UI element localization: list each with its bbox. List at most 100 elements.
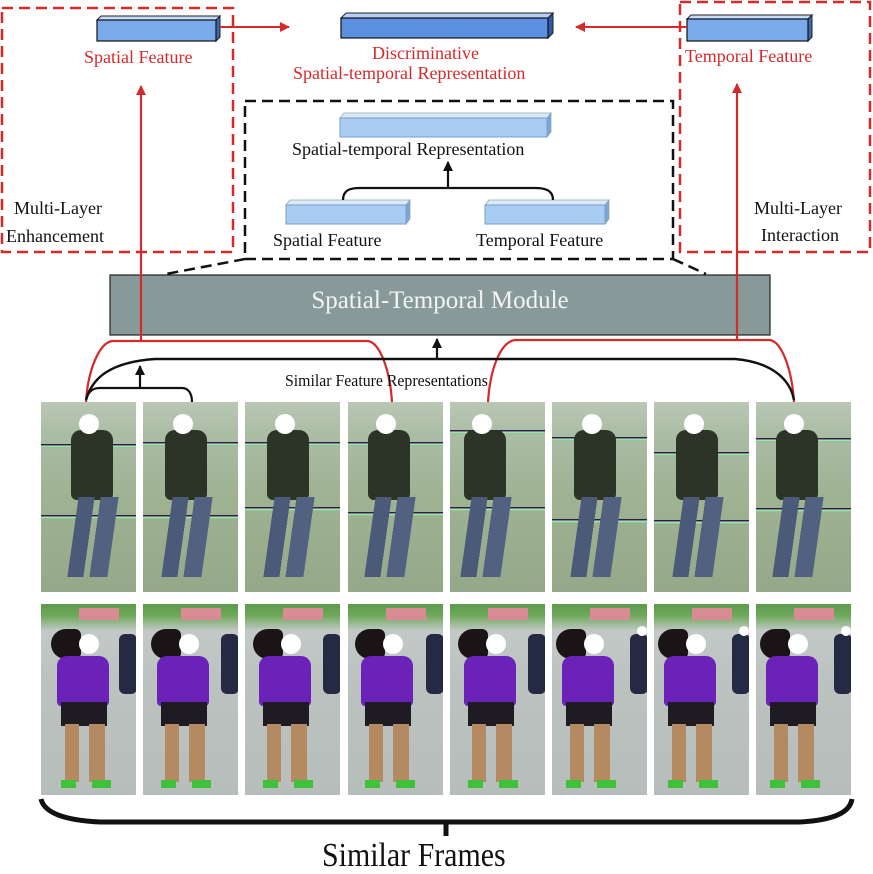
face-blur-icon [739, 626, 750, 636]
detail-temporal-feature-label: Temporal Feature [476, 230, 604, 250]
top-temporal-feature-label: Temporal Feature [685, 46, 813, 66]
left-red-bracket [84, 339, 394, 403]
right-red-bracket [486, 338, 796, 403]
person-hair [253, 629, 284, 659]
background-wall [283, 608, 324, 620]
person-legs [67, 497, 119, 577]
person-shorts [364, 702, 411, 726]
person-legs [65, 724, 105, 782]
face-blur-icon [382, 634, 403, 654]
frame-row2-3 [245, 604, 341, 795]
frame-row1-1 [41, 402, 136, 592]
face-blur-icon [788, 634, 809, 654]
person-shirt [259, 656, 312, 706]
similar-feature-bracket [84, 357, 796, 401]
person-jacket [776, 430, 819, 500]
person-legs [672, 724, 713, 782]
person-legs [267, 724, 308, 782]
bystander [425, 634, 443, 694]
person-legs [363, 497, 416, 577]
frame-row2-1 [41, 604, 136, 795]
person-jacket [676, 430, 719, 500]
temporal-feature-bar [685, 13, 814, 43]
person-shorts [263, 702, 310, 726]
frame-row2-4 [347, 604, 443, 795]
face-blur-icon [79, 634, 99, 654]
detail-connector-right [672, 257, 707, 276]
background-wall [590, 608, 630, 620]
person-shoes [263, 780, 314, 788]
person-shoes [668, 780, 719, 788]
frame-row1-2 [143, 402, 239, 592]
face-blur-icon [79, 414, 99, 434]
face-blur-icon [637, 626, 647, 636]
spatial-temporal-module-box [109, 274, 771, 336]
person-hair [556, 629, 586, 659]
person-hair [354, 629, 385, 659]
person-jacket [71, 430, 113, 500]
person-shirt [157, 656, 210, 706]
detail-st-representation-label: Spatial-temporal Representation [292, 139, 525, 159]
person-legs [570, 497, 622, 577]
person-legs [471, 724, 512, 782]
face-blur-icon [582, 414, 602, 434]
frame-row2-7 [654, 604, 750, 795]
face-blur-icon [173, 414, 194, 434]
background-wall [385, 608, 426, 620]
frame-row2-5 [449, 604, 545, 795]
person-shorts [668, 702, 715, 726]
bystander [221, 634, 239, 694]
person-jacket [463, 430, 506, 500]
person-hair [457, 629, 488, 659]
first-pair-bracket [84, 386, 194, 403]
person-shorts [61, 702, 107, 726]
person-shirt [463, 656, 516, 706]
person-legs [165, 724, 206, 782]
face-blur-icon [784, 414, 805, 434]
face-blur-icon [485, 634, 506, 654]
person-legs [368, 724, 409, 782]
person-jacket [367, 430, 410, 500]
similar-frames-brace [38, 798, 855, 825]
person-jacket [574, 430, 616, 500]
discriminative-label-line1: Discriminative [372, 43, 479, 63]
face-blur-icon [375, 414, 396, 434]
background-wall [692, 608, 733, 620]
frame-row1-6 [552, 402, 647, 592]
person-shorts [770, 702, 817, 726]
face-blur-icon [281, 634, 302, 654]
bystander [732, 634, 750, 694]
frame-row2-8 [756, 604, 852, 795]
person-shorts [566, 702, 612, 726]
frame-row1-5 [449, 402, 545, 592]
top-spatial-feature-label: Spatial Feature [84, 47, 193, 67]
person-shorts [467, 702, 514, 726]
person-jacket [267, 430, 310, 500]
module-label: Spatial-Temporal Module [311, 287, 569, 314]
enhancement-label-line2: Enhancement [6, 226, 104, 246]
face-blur-icon [584, 634, 604, 654]
person-shirt [57, 656, 109, 706]
person-hair [151, 629, 182, 659]
frame-row2-6 [552, 604, 647, 795]
face-blur-icon [686, 634, 707, 654]
person-hair [760, 629, 791, 659]
person-shoes [61, 780, 111, 788]
frame-row1-4 [347, 402, 443, 592]
frame-row1-7 [654, 402, 750, 592]
bystander [527, 634, 545, 694]
multi-layer-interaction-box [678, 0, 872, 254]
bystander [630, 634, 647, 694]
person-shirt [664, 656, 717, 706]
person-shoes [467, 780, 518, 788]
bystander [834, 634, 852, 694]
similar-frames-label: Similar Frames [322, 837, 506, 874]
person-shirt [562, 656, 614, 706]
discriminative-feature-bar [339, 11, 555, 40]
face-blur-icon [179, 634, 200, 654]
person-hair [51, 629, 81, 659]
person-shirt [766, 656, 819, 706]
detail-spatial-feature-label: Spatial Feature [273, 230, 382, 250]
background-wall [79, 608, 119, 620]
person-shirt [360, 656, 413, 706]
